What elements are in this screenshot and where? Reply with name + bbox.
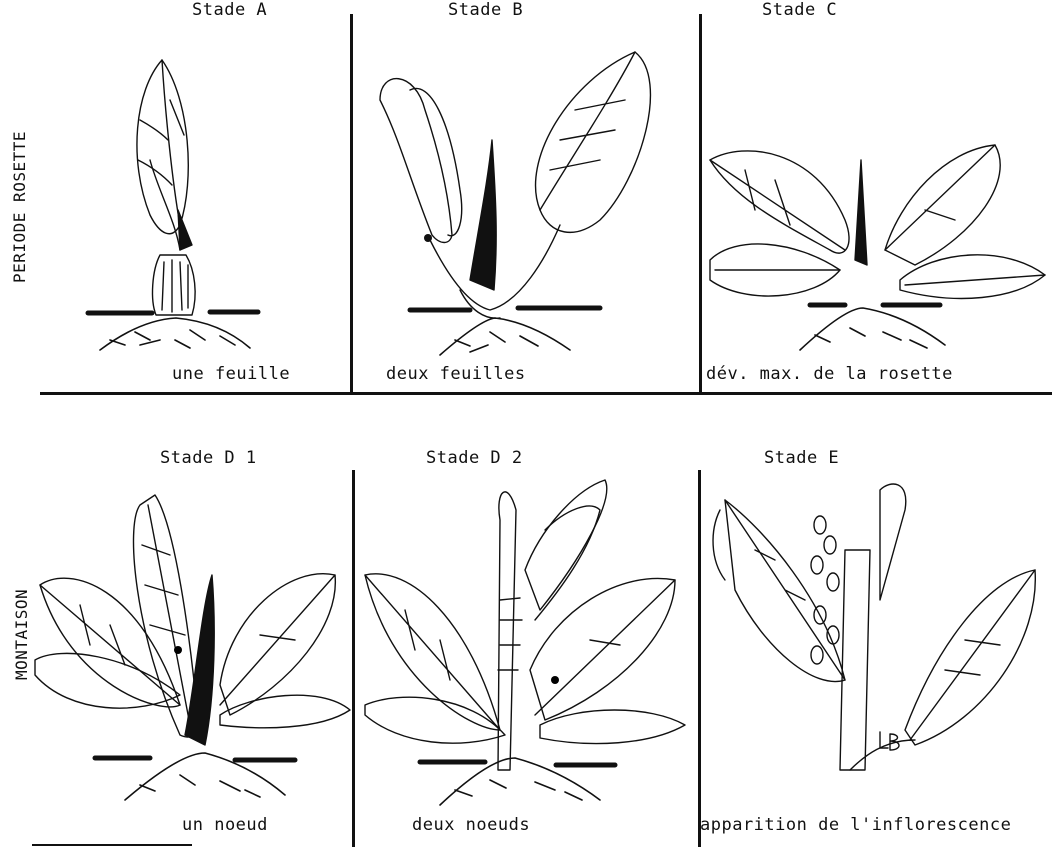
signature-mark: [876, 730, 906, 754]
plant-drawing-c: [705, 140, 1050, 360]
divider-v-1: [350, 14, 353, 394]
plant-drawing-b: [370, 40, 700, 370]
stage-title-c: Stade C: [762, 0, 837, 20]
row-label-montaison: MONTAISON: [12, 589, 31, 680]
row-label-rosette: PERIODE ROSETTE: [10, 131, 29, 283]
plant-drawing-d1: [30, 485, 355, 815]
divider-h-row: [40, 392, 1052, 395]
caption-c: dév. max. de la rosette: [706, 364, 953, 384]
plant-drawing-a: [80, 40, 350, 370]
caption-e: apparition de l'inflorescence: [700, 815, 1011, 835]
caption-d1: un noeud: [182, 815, 268, 835]
plant-drawing-d2: [360, 470, 695, 815]
stage-title-e: Stade E: [764, 448, 839, 468]
stage-title-b: Stade B: [448, 0, 523, 20]
caption-d2: deux noeuds: [412, 815, 530, 835]
stage-title-d1: Stade D 1: [160, 448, 257, 468]
scale-bar: [32, 844, 192, 846]
stage-title-a: Stade A: [192, 0, 267, 20]
stage-title-d2: Stade D 2: [426, 448, 523, 468]
divider-v-4: [698, 470, 701, 847]
